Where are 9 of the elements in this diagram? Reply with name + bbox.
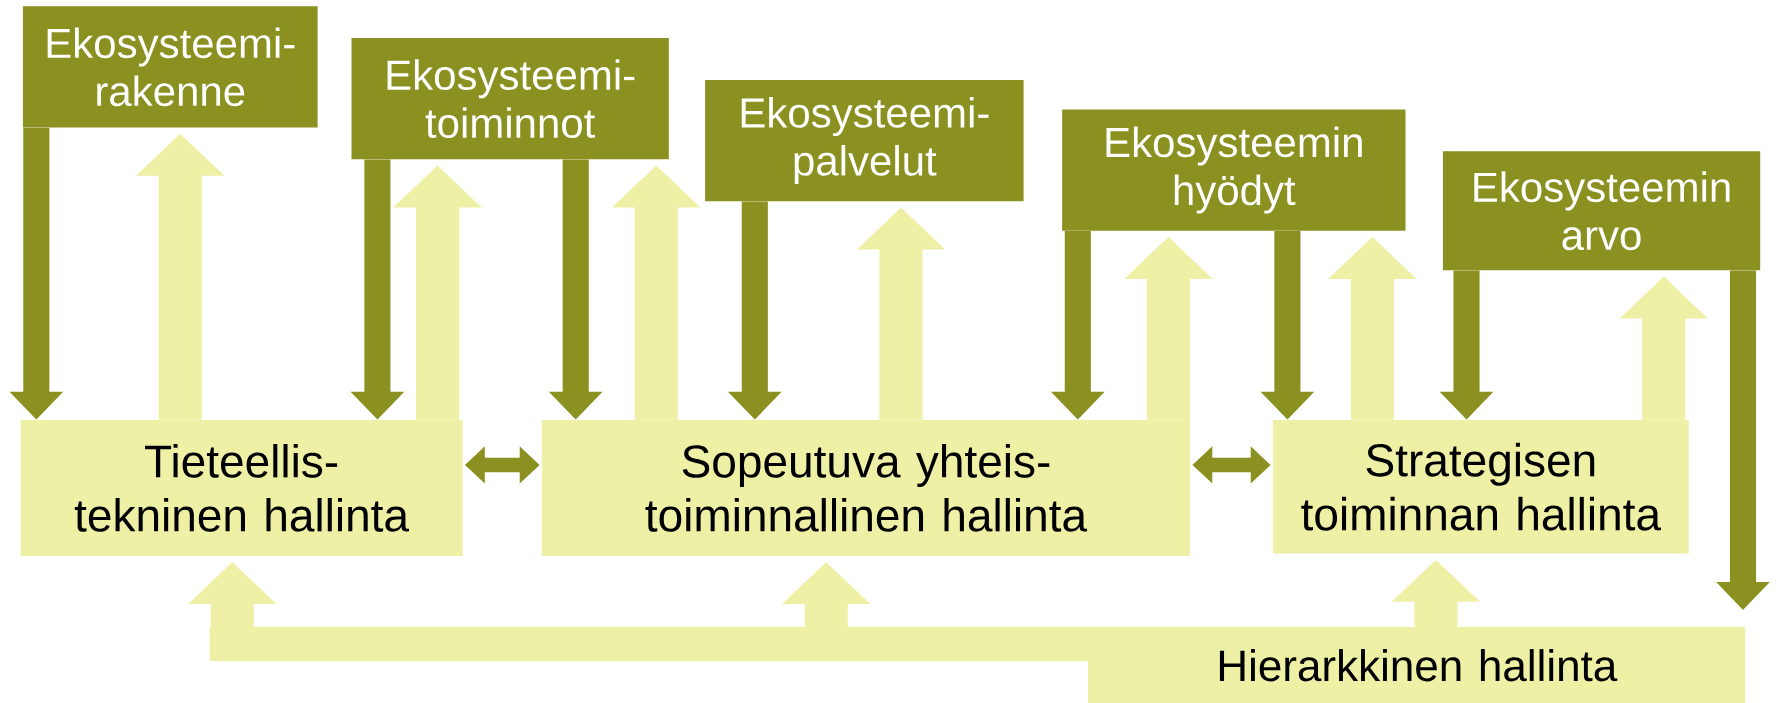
governance-band: Hierarkkinen hallinta <box>209 627 1746 703</box>
concept-box: Ekosysteemin arvo <box>1442 151 1761 271</box>
concept-box: Ekosysteemi-toiminnot <box>351 38 669 160</box>
concept-box: Ekosysteemi-palvelut <box>705 79 1024 202</box>
concept-box: Ekosysteemin hyödyt <box>1062 109 1406 231</box>
concept-box: Ekosysteemi-rakenne <box>22 6 318 128</box>
governance-box: Strategisen toiminnan hallinta <box>1272 419 1689 554</box>
governance-box: Tieteellis-tekninen hallinta <box>20 419 463 556</box>
governance-box: Sopeutuva yhteis-toiminnallinen hallinta <box>541 419 1191 556</box>
